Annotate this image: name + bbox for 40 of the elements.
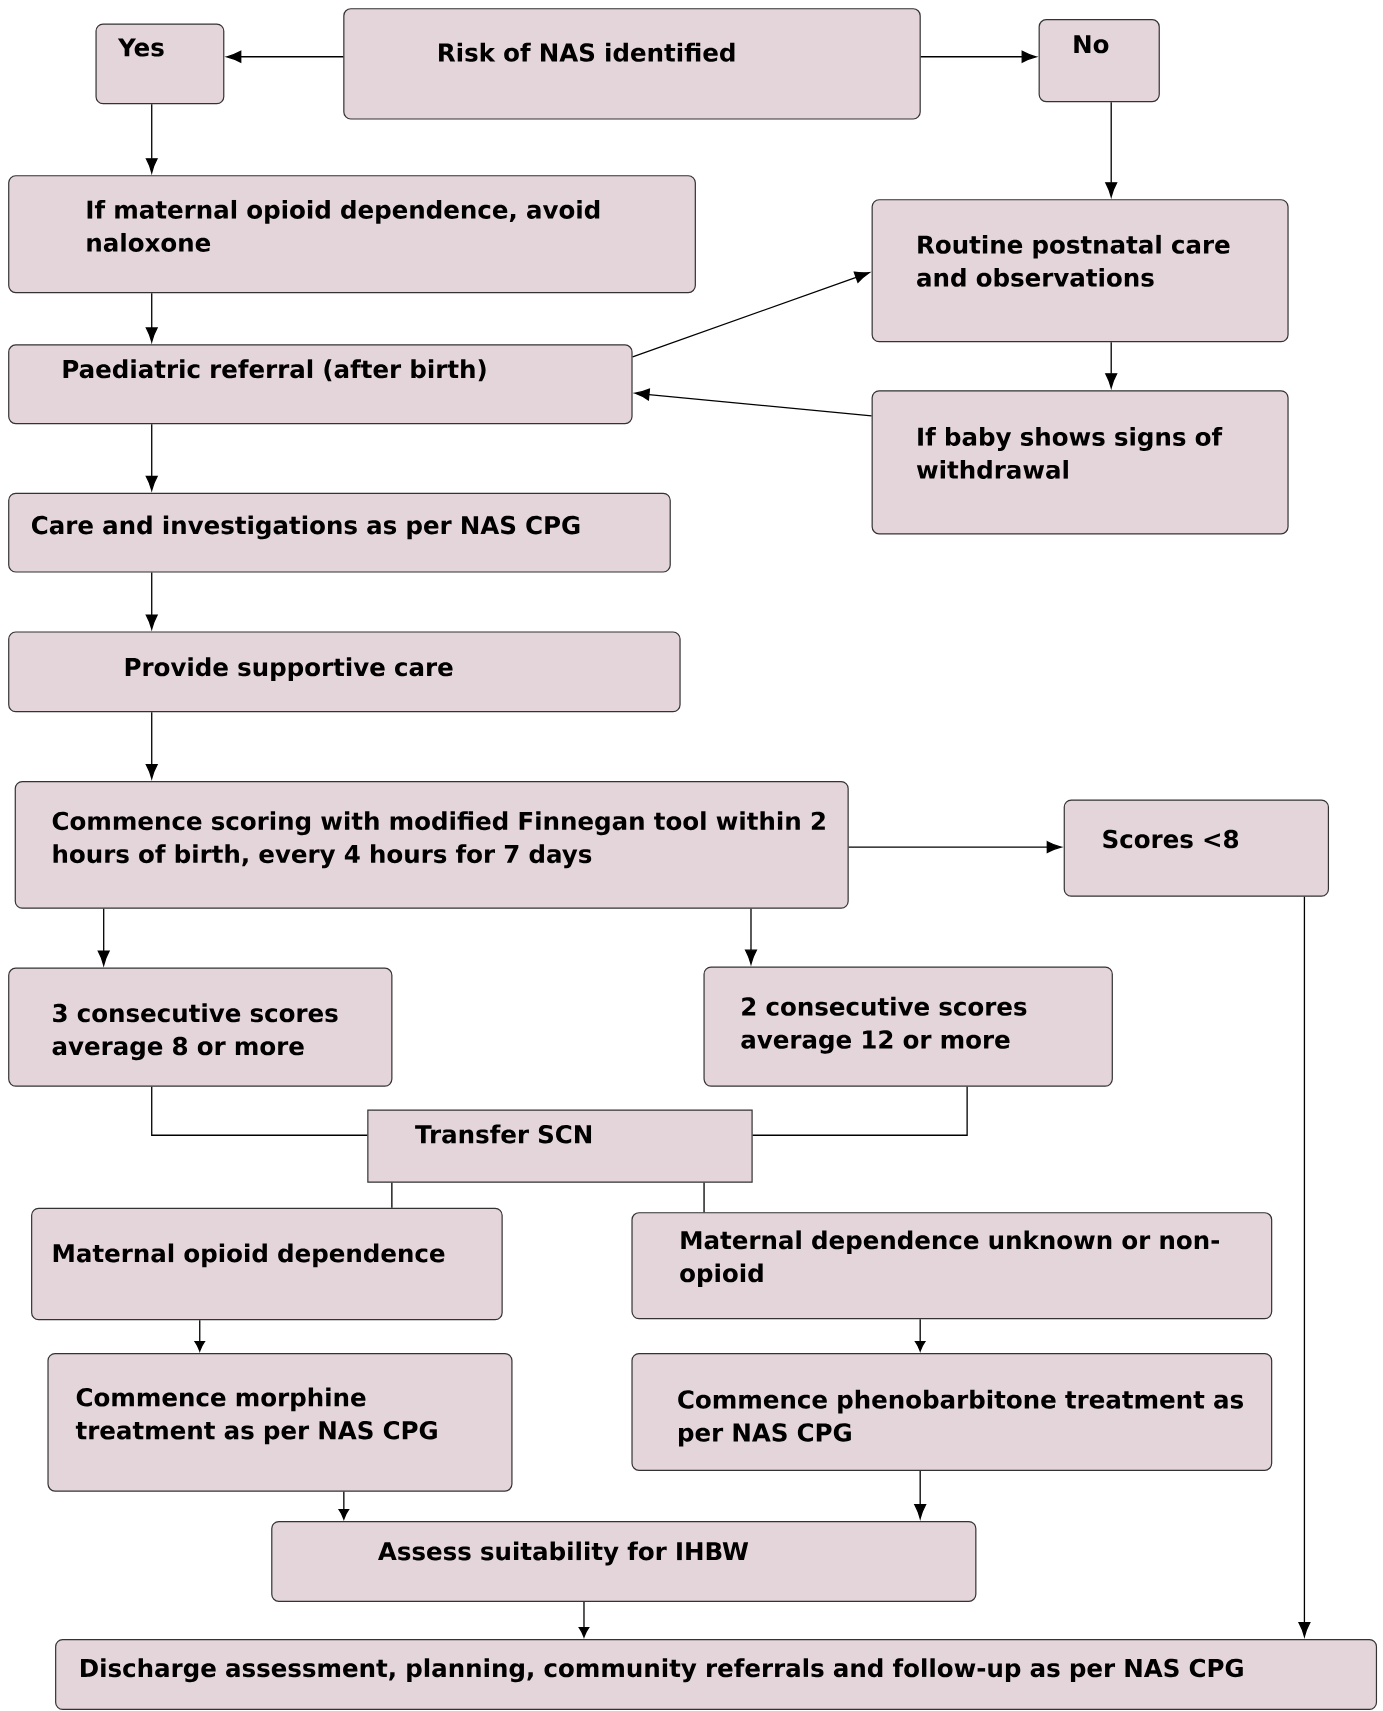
process-box: 3 consecutive scores average 8 or more bbox=[8, 967, 393, 1087]
process-box: Transfer SCN bbox=[367, 1109, 753, 1183]
process-box: Commence phenobarbitone treatment as per NAS CPG bbox=[631, 1352, 1273, 1471]
arrow bbox=[1298, 896, 1311, 1637]
process-box: Risk of NAS identified bbox=[343, 8, 921, 120]
process-box: Provide supportive care bbox=[8, 631, 681, 713]
arrow bbox=[745, 908, 757, 965]
arrow bbox=[1105, 341, 1118, 389]
arrow bbox=[226, 50, 344, 63]
arrow bbox=[631, 271, 870, 358]
process-box: Care and investigations as per NAS CPG bbox=[8, 492, 671, 573]
arrow bbox=[634, 388, 873, 417]
arrow bbox=[145, 711, 158, 779]
arrow bbox=[914, 1470, 927, 1520]
process-box: Discharge assessment, planning, community referrals and follow-up as per NAS CPG bbox=[55, 1638, 1378, 1710]
process-box: Paediatric referral (after birth) bbox=[8, 344, 633, 425]
process-box: Commence morphine treatment as per NAS CPG bbox=[47, 1352, 513, 1492]
process-box: If maternal opioid dependence, avoid naloxone bbox=[8, 175, 696, 294]
process-box: No bbox=[1038, 19, 1160, 103]
arrow bbox=[920, 50, 1037, 63]
arrow bbox=[848, 841, 1062, 854]
arrow bbox=[145, 423, 158, 491]
arrow bbox=[97, 908, 110, 966]
process-box: 2 consecutive scores average 12 or more bbox=[703, 966, 1113, 1087]
process-box: Commence scoring with modified Finnegan tool within 2 hours of birth, every 4 hours for 7 days bbox=[14, 780, 849, 909]
arrow bbox=[145, 103, 158, 174]
process-box: Scores <8 bbox=[1063, 799, 1329, 897]
arrow bbox=[578, 1601, 590, 1638]
process-box: Maternal dependence unknown or non-opioid bbox=[631, 1212, 1273, 1320]
arrow bbox=[194, 1319, 206, 1352]
process-box: If baby shows signs of withdrawal bbox=[871, 390, 1289, 535]
process-box: Maternal opioid dependence bbox=[31, 1207, 503, 1321]
process-box: Routine postnatal care and observations bbox=[871, 199, 1289, 343]
process-box: Yes bbox=[95, 23, 225, 105]
arrow bbox=[914, 1318, 926, 1352]
arrow bbox=[1105, 101, 1118, 198]
process-box: Assess suitability for IHBW bbox=[271, 1521, 977, 1602]
arrow bbox=[145, 571, 158, 630]
arrow bbox=[145, 292, 158, 343]
arrow bbox=[338, 1491, 350, 1520]
